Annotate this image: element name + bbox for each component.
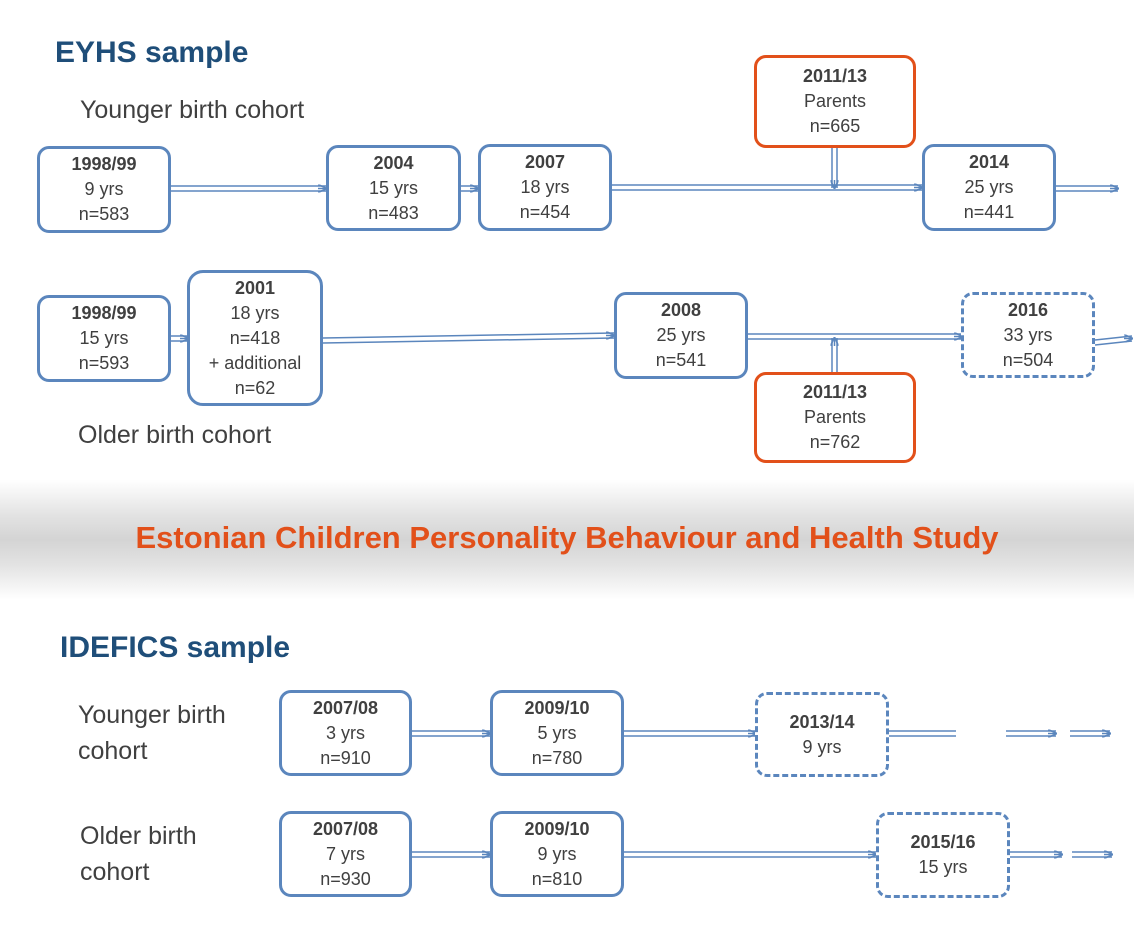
wave-age: 5 yrs (537, 722, 577, 743)
wave-year: 1998/99 (71, 303, 137, 323)
parents-year: 2011/13 (802, 66, 868, 86)
wave-n: n=810 (531, 868, 583, 889)
arrow-eyhs-older-2-3 (322, 333, 614, 344)
wave-age: 15 yrs (918, 857, 968, 877)
idefics-older-wave-2009: 2009/10 9 yrs n=810 (490, 811, 624, 897)
wave-year: 2015/16 (910, 832, 976, 852)
wave-n: n=483 (368, 202, 419, 223)
cohort-label-line: Younger birth (78, 701, 226, 729)
cohort-label-line: cohort (78, 737, 148, 765)
wave-n: n=593 (78, 353, 130, 373)
parents-n: n=762 (809, 432, 861, 452)
idefics-younger-wave-2013: 2013/14 9 yrs (755, 692, 889, 777)
arrow-idefics-older-continue-1 (1010, 852, 1062, 857)
idefics-section-title: IDEFICS sample (60, 631, 291, 664)
wave-age: 15 yrs (79, 328, 129, 348)
wave-year: 2013/14 (789, 711, 855, 732)
wave-n: n=454 (519, 202, 571, 222)
idefics-older-cohort-label: Older birth cohort (80, 818, 197, 890)
eyhs-younger-wave-1998: 1998/99 9 yrs n=583 (37, 146, 171, 233)
wave-year: 2001 (234, 277, 276, 298)
wave-year: 2016 (1007, 299, 1049, 320)
wave-n: n=930 (320, 868, 371, 889)
arrow-eyhs-younger-continue (1056, 186, 1118, 191)
parents-label: Parents (803, 407, 867, 427)
arrow-eyhs-older-3-4 (748, 334, 962, 339)
wave-year: 2007/08 (312, 818, 379, 839)
arrow-idefics-younger-continue-1 (889, 730, 956, 737)
wave-age: 25 yrs (656, 325, 706, 345)
wave-age: 18 yrs (520, 177, 570, 197)
banner-title: Estonian Children Personality Behaviour … (135, 520, 999, 555)
cohort-label-line: Older birth (80, 822, 197, 850)
wave-n: n=910 (320, 747, 371, 768)
arrow-idefics-younger-2-3 (624, 731, 756, 736)
parents-year: 2011/13 (802, 382, 868, 402)
arrow-idefics-younger-continue-2 (1006, 731, 1056, 736)
wave-year: 2009/10 (524, 697, 590, 718)
wave-age: 9 yrs (84, 179, 124, 199)
wave-age: 25 yrs (964, 177, 1014, 197)
arrow-idefics-younger-continue-3 (1070, 731, 1110, 736)
wave-year: 2007/08 (312, 697, 379, 718)
eyhs-younger-wave-2004: 2004 15 yrs n=483 (326, 145, 461, 231)
study-banner: Estonian Children Personality Behaviour … (0, 480, 1134, 600)
arrow-idefics-older-1-2 (412, 852, 490, 857)
arrow-eyhs-younger-2-3 (461, 186, 478, 191)
wave-year: 2009/10 (524, 818, 590, 839)
eyhs-older-cohort-label: Older birth cohort (78, 421, 272, 449)
arrow-eyhs-younger-3-4 (612, 185, 922, 190)
parents-label: Parents (803, 91, 867, 111)
eyhs-younger-wave-2007: 2007 18 yrs n=454 (478, 144, 612, 231)
eyhs-younger-wave-2014: 2014 25 yrs n=441 (922, 144, 1056, 231)
idefics-younger-wave-2007: 2007/08 3 yrs n=910 (279, 690, 412, 776)
arrow-eyhs-younger-parents (832, 148, 837, 188)
wave-age: 15 yrs (368, 177, 419, 198)
eyhs-section-title: EYHS sample (55, 36, 249, 69)
arrow-idefics-older-continue-2 (1072, 852, 1112, 857)
parents-n: n=665 (809, 116, 861, 136)
wave-age: 9 yrs (537, 843, 577, 864)
arrow-eyhs-older-1-2 (170, 336, 188, 341)
wave-year: 2014 (968, 152, 1010, 172)
eyhs-younger-cohort-label: Younger birth cohort (80, 96, 305, 124)
wave-n: n=504 (1002, 349, 1054, 370)
wave-year: 2008 (660, 300, 702, 320)
wave-age: 9 yrs (802, 736, 842, 757)
arrow-idefics-older-2-3 (624, 852, 876, 857)
wave-age: 3 yrs (325, 722, 365, 743)
wave-age: 18 yrs (230, 302, 280, 323)
eyhs-older-wave-2016: 2016 33 yrs n=504 (961, 292, 1095, 378)
wave-age: 7 yrs (325, 843, 365, 864)
idefics-older-wave-2015: 2015/16 15 yrs (876, 812, 1010, 898)
wave-n: n=583 (78, 204, 130, 224)
wave-n: n=418 (229, 327, 281, 348)
eyhs-older-parents-box: 2011/13 Parents n=762 (754, 372, 916, 463)
arrow-eyhs-younger-1-2 (170, 186, 326, 191)
eyhs-younger-parents-box: 2011/13 Parents n=665 (754, 55, 916, 148)
idefics-younger-wave-2009: 2009/10 5 yrs n=780 (490, 690, 624, 776)
arrow-eyhs-older-parents (832, 338, 837, 374)
wave-n: n=441 (963, 202, 1015, 222)
cohort-label-line: cohort (80, 858, 150, 886)
idefics-younger-cohort-label: Younger birth cohort (78, 697, 226, 769)
wave-age: 33 yrs (1003, 324, 1053, 345)
idefics-older-wave-2007: 2007/08 7 yrs n=930 (279, 811, 412, 897)
wave-year: 1998/99 (71, 154, 137, 174)
wave-year: 2007 (524, 152, 566, 172)
wave-n: n=780 (531, 747, 583, 768)
wave-n: n=541 (655, 350, 707, 370)
eyhs-older-wave-1998: 1998/99 15 yrs n=593 (37, 295, 171, 382)
wave-extra-n: n=62 (234, 377, 276, 398)
arrow-idefics-younger-1-2 (412, 731, 490, 736)
eyhs-older-wave-2001: 2001 18 yrs n=418 + additional n=62 (187, 270, 323, 406)
arrow-eyhs-older-continue (1094, 336, 1132, 346)
wave-extra: + additional (208, 352, 302, 373)
eyhs-older-wave-2008: 2008 25 yrs n=541 (614, 292, 748, 379)
wave-year: 2004 (373, 152, 414, 173)
